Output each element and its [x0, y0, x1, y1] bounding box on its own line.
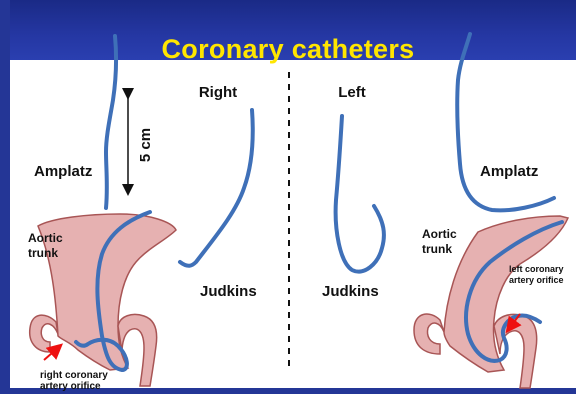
right-judkins-label: Judkins — [200, 283, 257, 300]
right-orifice-label-1: right coronary — [40, 370, 108, 381]
coronary-branch-loop-left-side — [414, 314, 444, 354]
scale-label: 5 cm — [137, 128, 154, 162]
left-judkins-catheter — [336, 116, 384, 272]
left-heading: Left — [338, 84, 366, 101]
right-amplatz-label: Amplatz — [34, 163, 92, 180]
left-amplatz-catheter — [457, 34, 554, 210]
right-aortic-trunk-label-2: trunk — [28, 246, 58, 260]
left-amplatz-label: Amplatz — [480, 163, 538, 180]
right-amplatz-catheter — [106, 36, 116, 208]
coronary-branch-left-loop — [30, 315, 58, 352]
right-orifice-label-2: artery orifice — [40, 381, 101, 392]
right-judkins-catheter — [180, 110, 253, 266]
right-heading: Right — [199, 84, 237, 101]
left-aortic-trunk-label-2: trunk — [422, 242, 452, 256]
left-orifice-label-1: left coronary — [509, 264, 564, 274]
left-aortic-trunk-label-1: Aortic — [422, 227, 457, 241]
right-aortic-trunk-label-1: Aortic — [28, 231, 63, 245]
aorta-descending-left — [494, 314, 537, 388]
left-orifice-label-2: artery orifice — [509, 275, 564, 285]
left-judkins-label: Judkins — [322, 283, 379, 300]
